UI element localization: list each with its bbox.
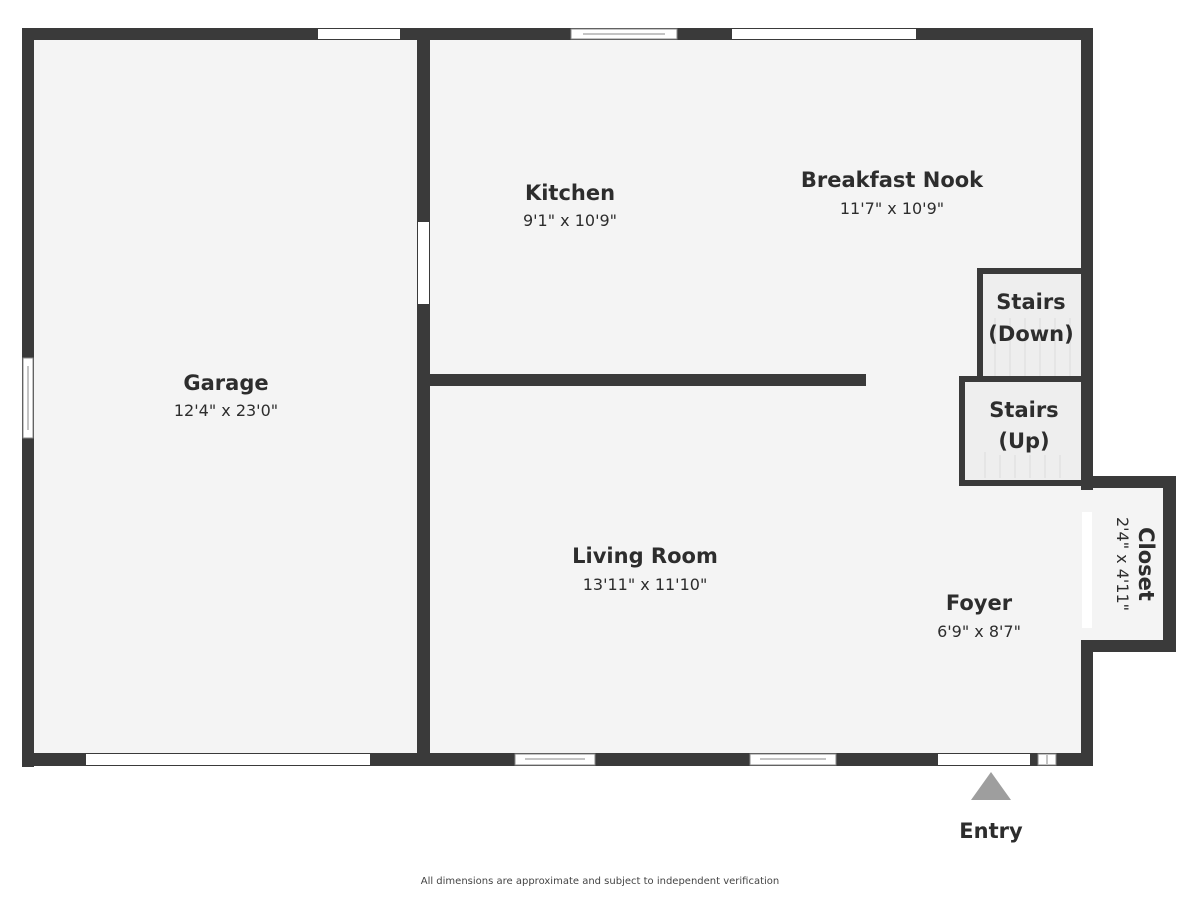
stairs-up-floor [963, 382, 1085, 482]
stairs-down-name-line2: (Down) [988, 322, 1073, 346]
foyer-name: Foyer [946, 591, 1013, 615]
garage-floor [30, 36, 422, 759]
wall-stairs-down-top [977, 268, 1089, 274]
openings [22, 28, 1092, 766]
stairs-down-floor [981, 271, 1085, 379]
wall-closet-bottom [1087, 640, 1176, 652]
foyer-dims: 6'9" x 8'7" [937, 622, 1021, 641]
entry-label: Entry [959, 819, 1023, 843]
stairs-down-name-line1: Stairs [996, 290, 1065, 314]
floors [30, 36, 1166, 759]
living-room-dims: 13'11" x 11'10" [583, 575, 708, 594]
stairs-up-name-line1: Stairs [989, 398, 1058, 422]
wall-garage-divider [417, 28, 430, 766]
wall-closet-right [1163, 476, 1176, 652]
wall-top [22, 28, 1093, 40]
wall-stairs-up-top [959, 376, 1089, 382]
wall-stairs-up-bottom [959, 480, 1089, 486]
closet-dims: 2'4" x 4'11" [1113, 517, 1132, 611]
kitchen-dims: 9'1" x 10'9" [523, 211, 617, 230]
wall-stairs-up-left [959, 376, 965, 486]
wall-closet-top [1087, 476, 1176, 488]
wall-stairs-down-left [977, 268, 983, 382]
garage-name: Garage [183, 371, 268, 395]
nook-top-window [732, 29, 916, 39]
wall-right-upper [1081, 28, 1093, 490]
wall-right-lower [1081, 640, 1093, 766]
breakfast-nook-name: Breakfast Nook [801, 168, 984, 192]
garage-dims: 12'4" x 23'0" [174, 401, 278, 420]
living-room-name: Living Room [572, 544, 718, 568]
garage-kitchen-door [418, 222, 429, 304]
entry-arrow-icon [971, 772, 1011, 800]
stairs-up-name-line2: (Up) [998, 429, 1049, 453]
closet-door [1082, 512, 1092, 628]
closet-floor [1087, 482, 1166, 647]
closet-label: Closet 2'4" x 4'11" [1113, 517, 1158, 611]
breakfast-nook-dims: 11'7" x 10'9" [840, 199, 944, 218]
closet-name: Closet [1134, 527, 1158, 601]
entry-door-opening [938, 754, 1030, 765]
garage-door [86, 754, 370, 765]
garage-top-window [318, 29, 400, 39]
wall-kitchen-living [417, 374, 866, 386]
room-labels: Garage 12'4" x 23'0" Kitchen 9'1" x 10'9… [174, 168, 1158, 887]
disclaimer-text: All dimensions are approximate and subje… [421, 876, 780, 887]
kitchen-name: Kitchen [525, 181, 615, 205]
stair-treads [984, 318, 1071, 478]
